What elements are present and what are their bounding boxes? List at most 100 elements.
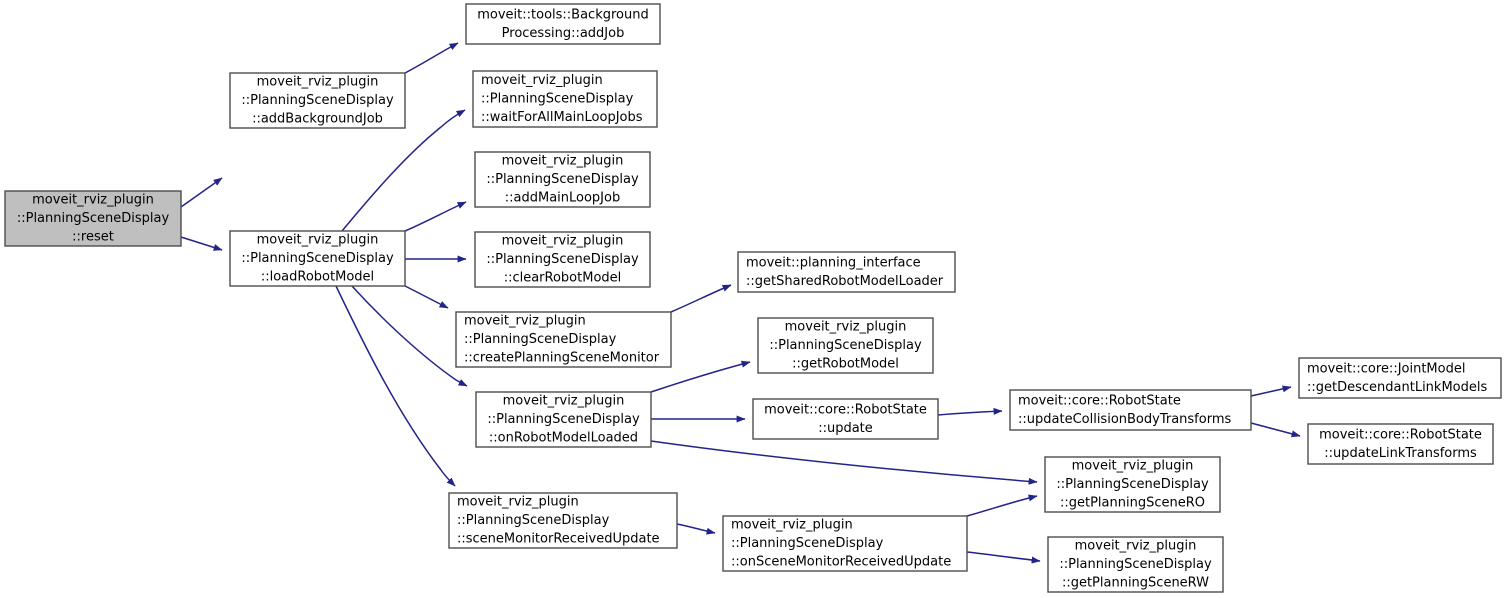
node-box-getSharedRobotModelLoader[interactable] — [737, 251, 956, 293]
node-onSceneMonitorReceivedUpdate[interactable]: moveit_rviz_plugin::PlanningSceneDisplay… — [722, 515, 968, 572]
node-label-onSceneMonitorReceivedUpdate-line-2: ::onSceneMonitorReceivedUpdate — [731, 555, 951, 570]
node-box-reset[interactable] — [4, 190, 182, 247]
node-label-robotStateUpdate-line-1: ::update — [818, 421, 873, 436]
node-loadRobotModel[interactable]: moveit_rviz_plugin::PlanningSceneDisplay… — [229, 230, 406, 287]
node-label-clearRobotModel-line-0: moveit_rviz_plugin — [502, 234, 624, 249]
call-edge-createPlanningSceneMonitor-to-getSharedRobotModelLoader — [670, 284, 732, 313]
node-box-updateLinkTransforms[interactable] — [1307, 423, 1494, 465]
call-edge-updateCollisionBodyTransforms-to-getDescendantLinkModels — [1250, 385, 1292, 397]
node-label-robotStateUpdate-line-0: moveit::core::RobotState — [764, 402, 927, 417]
node-label-onRobotModelLoaded-line-2: ::onRobotModelLoaded — [489, 431, 638, 446]
node-label-onSceneMonitorReceivedUpdate-line-0: moveit_rviz_plugin — [731, 518, 853, 533]
node-label-reset-line-0: moveit_rviz_plugin — [32, 193, 154, 208]
node-label-createPlanningSceneMonitor-line-0: moveit_rviz_plugin — [464, 314, 586, 329]
node-label-getRobotModel-line-2: ::getRobotModel — [792, 357, 899, 372]
node-label-updateCollisionBodyTransforms-line-1: ::updateCollisionBodyTransforms — [1018, 412, 1231, 427]
node-box-getPlanningSceneRO[interactable] — [1044, 456, 1221, 513]
node-robotStateUpdate[interactable]: moveit::core::RobotState::update — [752, 398, 939, 440]
node-label-getPlanningSceneRO-line-1: ::PlanningSceneDisplay — [1056, 477, 1209, 492]
node-sceneMonitorReceivedUpdate[interactable]: moveit_rviz_plugin::PlanningSceneDisplay… — [448, 492, 678, 549]
call-edge-loadRobotModel-to-addMainLoopJob — [404, 201, 467, 232]
call-edge-onSceneMonitorReceivedUpdate-to-getPlanningSceneRO — [966, 494, 1038, 517]
node-label-addBackgroundJob-line-1: ::PlanningSceneDisplay — [241, 93, 394, 108]
node-box-waitForAllMainLoopJobs[interactable] — [472, 70, 658, 128]
call-edge-sceneMonitorReceivedUpdate-to-onSceneMonitorReceivedUpdate — [676, 523, 716, 535]
node-label-onSceneMonitorReceivedUpdate-line-1: ::PlanningSceneDisplay — [731, 536, 884, 551]
call-edge-loadRobotModel-to-onRobotModelLoaded — [351, 285, 468, 387]
node-label-getRobotModel-line-1: ::PlanningSceneDisplay — [769, 338, 922, 353]
node-box-getPlanningSceneRW[interactable] — [1047, 536, 1224, 593]
node-box-clearRobotModel[interactable] — [474, 231, 651, 288]
node-label-loadRobotModel-line-1: ::PlanningSceneDisplay — [241, 251, 394, 266]
node-addMainLoopJob[interactable]: moveit_rviz_plugin::PlanningSceneDisplay… — [474, 151, 651, 208]
node-label-addJob-line-1: Processing::addJob — [502, 26, 625, 41]
node-box-addMainLoopJob[interactable] — [474, 151, 651, 208]
node-label-getDescendantLinkModels-line-1: ::getDescendantLinkModels — [1307, 380, 1487, 395]
node-label-sceneMonitorReceivedUpdate-line-1: ::PlanningSceneDisplay — [457, 513, 610, 528]
node-label-addMainLoopJob-line-0: moveit_rviz_plugin — [502, 154, 624, 169]
node-label-clearRobotModel-line-1: ::PlanningSceneDisplay — [486, 252, 639, 267]
call-edge-onRobotModelLoaded-to-getPlanningSceneRO — [650, 440, 1038, 485]
node-box-getRobotModel[interactable] — [757, 317, 934, 374]
node-label-clearRobotModel-line-2: ::clearRobotModel — [504, 271, 622, 286]
node-label-loadRobotModel-line-0: moveit_rviz_plugin — [257, 233, 379, 248]
node-updateCollisionBodyTransforms[interactable]: moveit::core::RobotState::updateCollisio… — [1009, 389, 1252, 431]
node-box-getDescendantLinkModels[interactable] — [1298, 357, 1502, 399]
node-box-addBackgroundJob[interactable] — [229, 72, 406, 129]
node-label-getRobotModel-line-0: moveit_rviz_plugin — [785, 320, 907, 335]
node-label-sceneMonitorReceivedUpdate-line-0: moveit_rviz_plugin — [457, 495, 579, 510]
call-edge-updateCollisionBodyTransforms-to-updateLinkTransforms — [1250, 422, 1301, 438]
node-waitForAllMainLoopJobs[interactable]: moveit_rviz_plugin::PlanningSceneDisplay… — [472, 70, 658, 128]
node-label-createPlanningSceneMonitor-line-2: ::createPlanningSceneMonitor — [464, 351, 660, 366]
node-getRobotModel[interactable]: moveit_rviz_plugin::PlanningSceneDisplay… — [757, 317, 934, 374]
node-getPlanningSceneRW[interactable]: moveit_rviz_plugin::PlanningSceneDisplay… — [1047, 536, 1224, 593]
node-getSharedRobotModelLoader[interactable]: moveit::planning_interface::getSharedRob… — [737, 251, 956, 293]
node-label-addJob-line-0: moveit::tools::Background — [477, 7, 648, 22]
node-getPlanningSceneRO[interactable]: moveit_rviz_plugin::PlanningSceneDisplay… — [1044, 456, 1221, 513]
node-getDescendantLinkModels[interactable]: moveit::core::JointModel::getDescendantL… — [1298, 357, 1502, 399]
node-label-reset-line-2: ::reset — [72, 230, 114, 245]
node-box-loadRobotModel[interactable] — [229, 230, 406, 287]
node-label-onRobotModelLoaded-line-1: ::PlanningSceneDisplay — [487, 412, 640, 427]
node-label-getSharedRobotModelLoader-line-1: ::getSharedRobotModelLoader — [746, 274, 944, 289]
node-reset[interactable]: moveit_rviz_plugin::PlanningSceneDisplay… — [4, 190, 182, 247]
node-label-loadRobotModel-line-2: ::loadRobotModel — [261, 270, 374, 285]
node-label-addBackgroundJob-line-2: ::addBackgroundJob — [252, 112, 383, 127]
node-box-updateCollisionBodyTransforms[interactable] — [1009, 389, 1252, 431]
call-edge-robotStateUpdate-to-updateCollisionBodyTransforms — [937, 407, 1003, 416]
node-label-addMainLoopJob-line-1: ::PlanningSceneDisplay — [486, 172, 639, 187]
node-label-waitForAllMainLoopJobs-line-1: ::PlanningSceneDisplay — [481, 92, 634, 107]
call-edge-onRobotModelLoaded-to-getRobotModel — [650, 360, 751, 393]
call-edge-addBackgroundJob-to-addJob — [404, 42, 459, 74]
node-box-onSceneMonitorReceivedUpdate[interactable] — [722, 515, 968, 572]
edge-layer — [180, 42, 1301, 564]
node-label-getPlanningSceneRW-line-0: moveit_rviz_plugin — [1075, 539, 1197, 554]
call-edge-reset-to-addBackgroundJob — [180, 177, 223, 208]
node-label-addMainLoopJob-line-2: ::addMainLoopJob — [505, 191, 620, 206]
call-edge-loadRobotModel-to-waitForAllMainLoopJobs — [341, 109, 466, 232]
node-label-sceneMonitorReceivedUpdate-line-2: ::sceneMonitorReceivedUpdate — [457, 532, 660, 547]
node-label-getPlanningSceneRW-line-1: ::PlanningSceneDisplay — [1059, 557, 1212, 572]
node-label-getPlanningSceneRO-line-0: moveit_rviz_plugin — [1072, 459, 1194, 474]
node-label-createPlanningSceneMonitor-line-1: ::PlanningSceneDisplay — [464, 332, 617, 347]
call-edge-onSceneMonitorReceivedUpdate-to-getPlanningSceneRW — [966, 551, 1041, 564]
node-createPlanningSceneMonitor[interactable]: moveit_rviz_plugin::PlanningSceneDisplay… — [455, 311, 672, 368]
node-box-addJob[interactable] — [465, 3, 661, 45]
node-box-createPlanningSceneMonitor[interactable] — [455, 311, 672, 368]
node-label-getDescendantLinkModels-line-0: moveit::core::JointModel — [1307, 361, 1465, 376]
node-label-getPlanningSceneRW-line-2: ::getPlanningSceneRW — [1062, 576, 1209, 591]
node-label-updateLinkTransforms-line-0: moveit::core::RobotState — [1319, 427, 1482, 442]
node-updateLinkTransforms[interactable]: moveit::core::RobotState::updateLinkTran… — [1307, 423, 1494, 465]
call-edge-loadRobotModel-to-sceneMonitorReceivedUpdate — [335, 285, 456, 487]
node-box-sceneMonitorReceivedUpdate[interactable] — [448, 492, 678, 549]
node-addBackgroundJob[interactable]: moveit_rviz_plugin::PlanningSceneDisplay… — [229, 72, 406, 129]
node-label-waitForAllMainLoopJobs-line-0: moveit_rviz_plugin — [481, 73, 603, 88]
node-box-robotStateUpdate[interactable] — [752, 398, 939, 440]
node-clearRobotModel[interactable]: moveit_rviz_plugin::PlanningSceneDisplay… — [474, 231, 651, 288]
node-addJob[interactable]: moveit::tools::BackgroundProcessing::add… — [465, 3, 661, 45]
node-label-getSharedRobotModelLoader-line-0: moveit::planning_interface — [746, 255, 921, 270]
node-box-onRobotModelLoaded[interactable] — [475, 391, 652, 448]
node-onRobotModelLoaded[interactable]: moveit_rviz_plugin::PlanningSceneDisplay… — [475, 391, 652, 448]
